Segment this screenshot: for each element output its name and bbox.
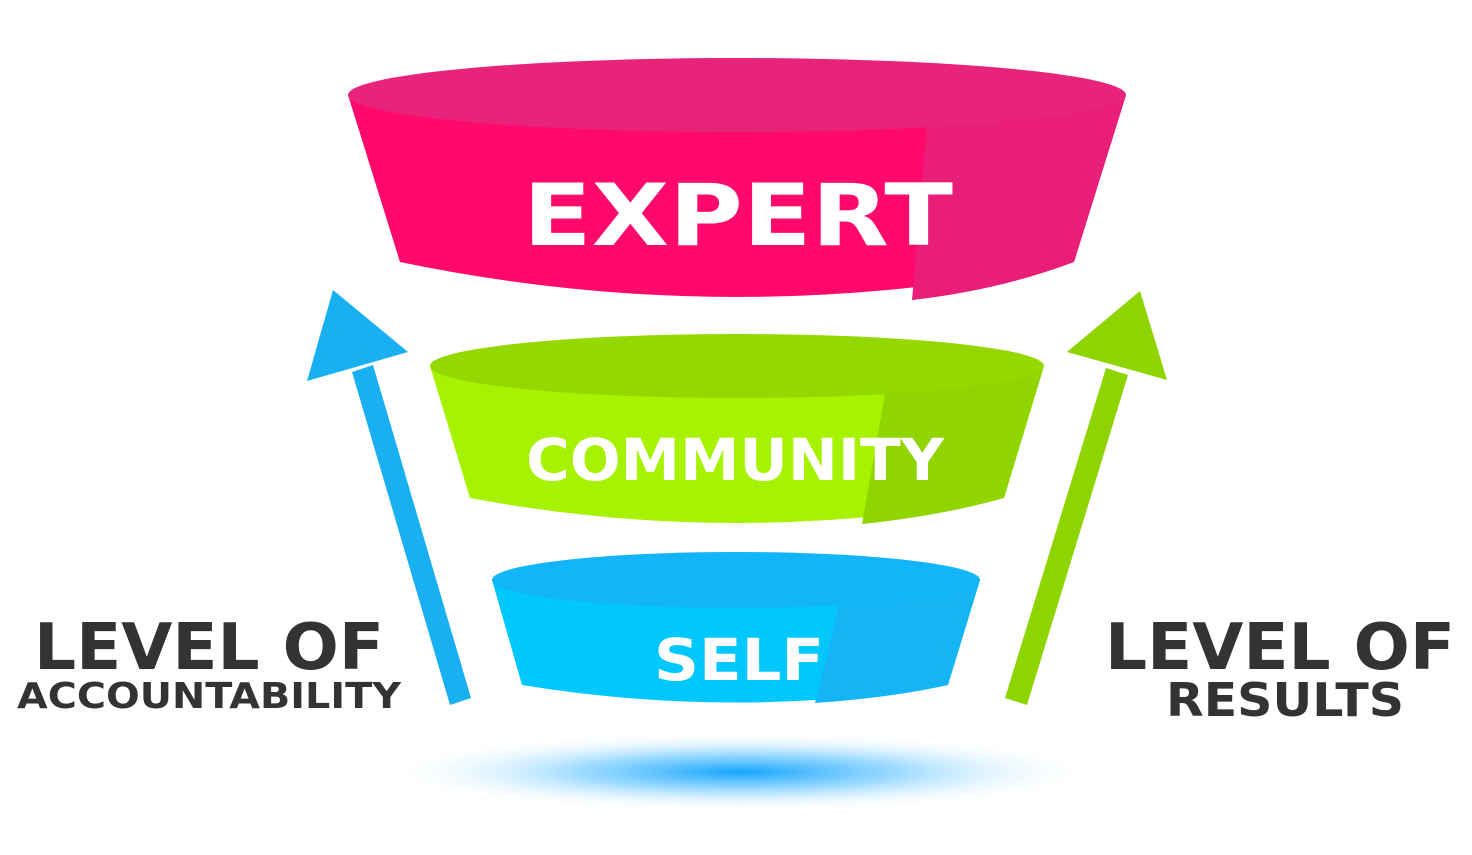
- tier-community-highlight: [862, 366, 1044, 524]
- tier-expert: EXPERT: [348, 58, 1126, 300]
- tier-expert-label: EXPERT: [523, 166, 953, 266]
- results-arrow-shaft: [1005, 368, 1128, 705]
- tier-community-label: COMMUNITY: [526, 426, 945, 494]
- floor-shadow: [380, 732, 1100, 812]
- accountability-label: LEVEL OF ACCOUNTABILITY: [17, 611, 402, 717]
- accountability-arrow-head: [307, 290, 408, 381]
- tier-community-rim: [430, 334, 1044, 398]
- results-label-line2: RESULTS: [1166, 673, 1404, 727]
- accountability-label-line2: ACCOUNTABILITY: [17, 676, 402, 717]
- accountability-arrow: [307, 290, 471, 705]
- accountability-label-line1: LEVEL OF: [34, 611, 384, 685]
- tier-expert-highlight: [912, 95, 1126, 300]
- results-label-line1: LEVEL OF: [1105, 611, 1455, 685]
- accountability-arrow-shaft: [352, 365, 471, 705]
- results-arrow-head: [1067, 291, 1167, 380]
- tier-community: COMMUNITY: [430, 334, 1044, 524]
- tier-expert-rim: [348, 58, 1126, 132]
- tier-self-rim: [492, 552, 980, 608]
- tier-self-highlight: [815, 580, 980, 703]
- results-arrow: [1005, 291, 1167, 705]
- tier-self-label: SELF: [654, 626, 824, 694]
- tier-self: SELF: [492, 552, 980, 703]
- results-label: LEVEL OF RESULTS: [1105, 611, 1455, 727]
